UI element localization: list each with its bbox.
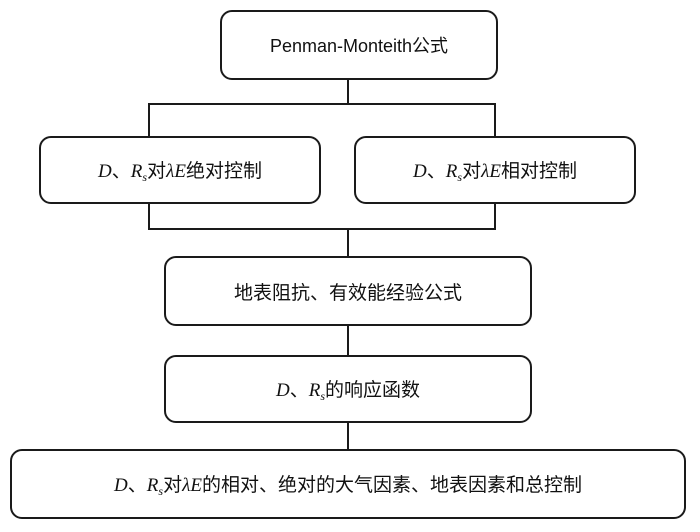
relative-control-label: D、Rs对λE相对控制 [413, 156, 577, 185]
response-function-label: D、Rs的响应函数 [276, 375, 420, 404]
r-subscript: s [142, 169, 148, 184]
connector-response-to-final [347, 423, 349, 449]
r-subscript: s [158, 483, 164, 498]
lambda-e-symbol: λE [166, 160, 186, 182]
separator: 、 [289, 378, 309, 401]
response-tail: 的响应函数 [325, 378, 421, 401]
r-symbol: R [308, 379, 321, 401]
d-symbol: D [98, 160, 112, 182]
dui-text: 对 [462, 159, 482, 182]
absolute-control-label: D、Rs对λE绝对控制 [98, 156, 262, 185]
dui-text: 对 [163, 473, 183, 496]
connector-left-up [148, 204, 150, 229]
formula-label: Penman-Monteith公式 [269, 36, 449, 56]
penman-monteith-formula-box: Penman-Monteith公式 [220, 10, 498, 80]
final-control-box: D、Rs对λE的相对、绝对的大气因素、地表因素和总控制 [10, 449, 686, 519]
connector-right-branch [494, 103, 496, 136]
d-symbol: D [413, 160, 427, 182]
separator: 、 [426, 159, 446, 182]
empirical-formula-label: 地表阻抗、有效能经验公式 [233, 281, 462, 304]
relative-control-box: D、Rs对λE相对控制 [354, 136, 636, 204]
response-function-box: D、Rs的响应函数 [164, 355, 532, 423]
absolute-control-tail: 绝对控制 [185, 159, 262, 182]
dui-text: 对 [147, 159, 167, 182]
r-subscript: s [457, 169, 463, 184]
d-symbol: D [114, 474, 128, 496]
r-subscript: s [320, 388, 325, 403]
connector-left-branch [148, 103, 150, 136]
separator: 、 [111, 159, 131, 182]
final-control-tail: 的相对、绝对的大气因素、地表因素和总控制 [201, 473, 582, 496]
connector-formula-down [347, 80, 349, 104]
r-symbol: R [146, 474, 159, 496]
r-symbol: R [445, 160, 458, 182]
connector-merge-down [347, 228, 349, 256]
relative-control-tail: 相对控制 [500, 159, 577, 182]
lambda-e-symbol: λE [182, 474, 202, 496]
connector-right-up [494, 204, 496, 229]
r-symbol: R [130, 160, 143, 182]
connector-empirical-to-response [347, 326, 349, 355]
connector-branch-horizontal [148, 103, 496, 105]
connector-merge-horizontal [148, 228, 496, 230]
empirical-formula-box: 地表阻抗、有效能经验公式 [164, 256, 532, 326]
d-symbol: D [275, 379, 290, 401]
absolute-control-box: D、Rs对λE绝对控制 [39, 136, 321, 204]
separator: 、 [127, 473, 147, 496]
lambda-e-symbol: λE [481, 160, 501, 182]
final-control-label: D、Rs对λE的相对、绝对的大气因素、地表因素和总控制 [114, 470, 582, 499]
